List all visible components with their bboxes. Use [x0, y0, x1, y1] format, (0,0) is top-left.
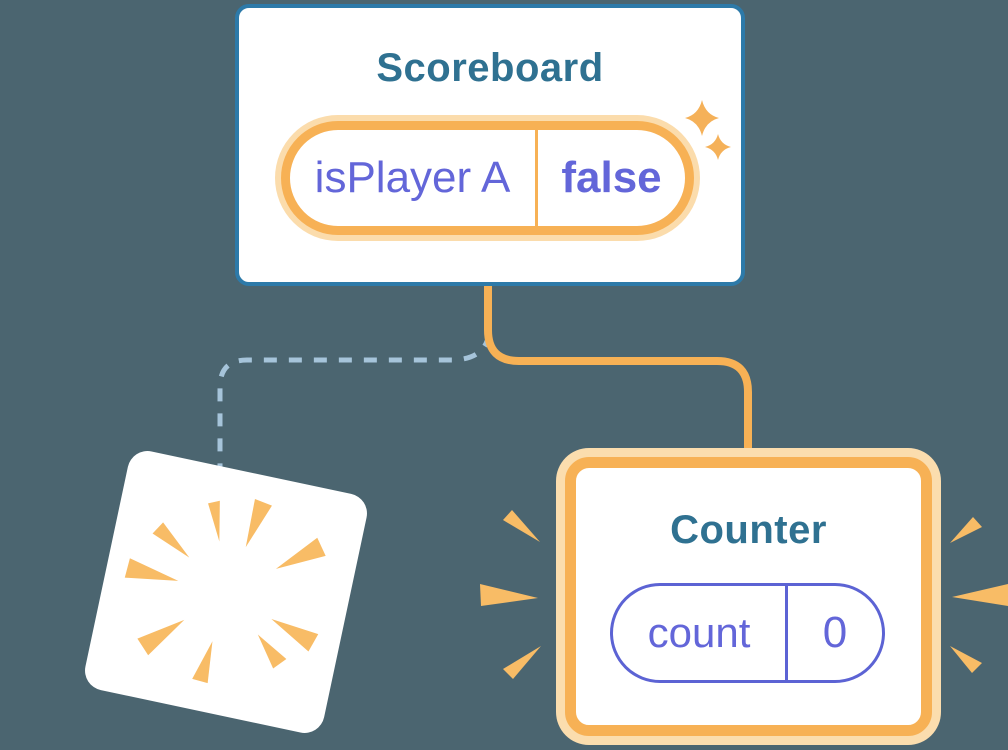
scoreboard-state-key: isPlayer A	[314, 153, 511, 202]
counter-state-value: 0	[822, 608, 848, 657]
pill-divider	[785, 586, 788, 680]
scoreboard-card: Scoreboard isPlayer A false	[235, 4, 745, 286]
connector-solid-counter	[484, 286, 752, 470]
counter-card: Counter count 0	[565, 457, 932, 736]
pill-divider	[535, 130, 538, 226]
counter-state-pill: count 0	[610, 583, 885, 683]
counter-title: Counter	[670, 508, 827, 552]
counter-state-key: count	[647, 609, 751, 656]
sparkles-icon	[685, 100, 731, 160]
removed-component-card	[81, 447, 371, 737]
scoreboard-state-pill: isPlayer A false	[281, 121, 694, 235]
scoreboard-state-value: false	[561, 153, 662, 202]
poof-burst-icon	[124, 498, 326, 684]
scoreboard-title: Scoreboard	[376, 46, 604, 90]
connector-dashed-removed	[217, 333, 492, 470]
